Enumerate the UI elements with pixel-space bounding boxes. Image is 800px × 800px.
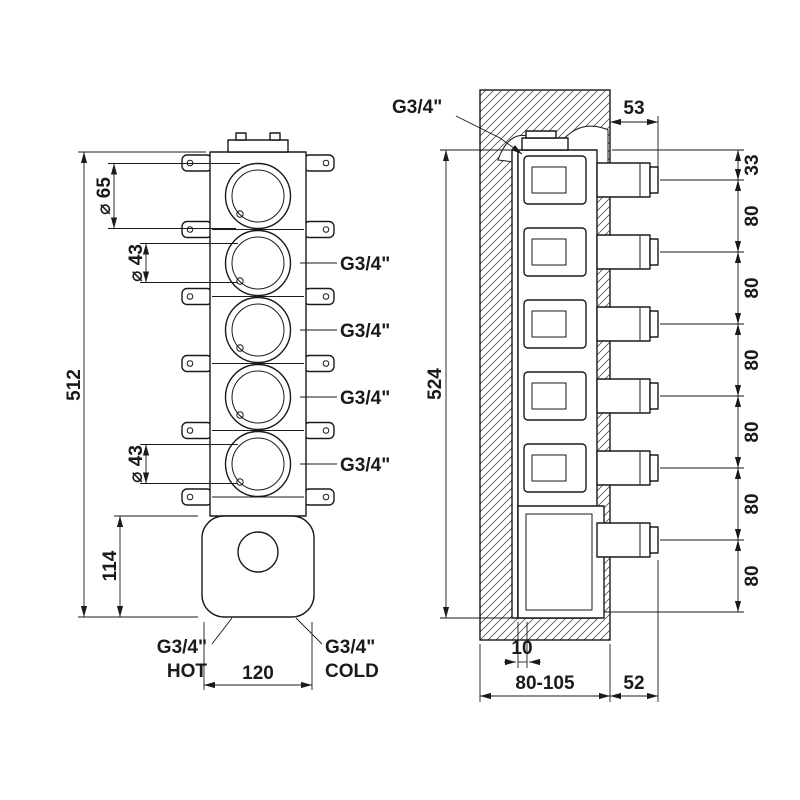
front-port-label-1: G3/4" xyxy=(340,254,390,275)
side-dim-524: 524 xyxy=(425,368,446,400)
front-port-label-3: G3/4" xyxy=(340,388,390,409)
front-dim-512: 512 xyxy=(64,369,85,401)
front-port-label-2: G3/4" xyxy=(340,321,390,342)
port-circle xyxy=(224,430,292,498)
front-cold-size-label: G3/4" xyxy=(325,637,375,658)
side-dim-80-4: 80 xyxy=(742,421,763,442)
side-dim-80-2: 80 xyxy=(742,277,763,298)
outlet-connector xyxy=(596,306,659,342)
port-circles xyxy=(224,162,292,498)
front-view: 512 ⌀ 65 ⌀ 43 ⌀ 43 114 120 xyxy=(64,132,390,690)
outlet-connectors xyxy=(596,162,659,558)
port-circle xyxy=(224,229,292,297)
outlet-connector xyxy=(596,234,659,270)
top-cap xyxy=(227,132,289,153)
thermostat-body-front xyxy=(201,515,315,618)
port-circle xyxy=(224,363,292,431)
port-circle xyxy=(224,162,292,230)
cold-label-group: G3/4" COLD xyxy=(295,617,379,682)
front-dim-120: 120 xyxy=(242,663,274,684)
mounting-tabs xyxy=(181,154,335,506)
front-dimensions: 512 ⌀ 65 ⌀ 43 ⌀ 43 114 120 xyxy=(64,151,313,690)
port-circle xyxy=(224,296,292,364)
back-plate xyxy=(511,149,519,619)
side-port-label-group: G3/4" xyxy=(392,97,523,155)
front-dim-dia43-upper: ⌀ 43 xyxy=(126,244,147,282)
outlet-connector xyxy=(596,162,659,198)
outlet-connector xyxy=(596,378,659,414)
front-hot-label: HOT xyxy=(167,661,208,682)
front-port-label-4: G3/4" xyxy=(340,455,390,476)
front-dim-114: 114 xyxy=(100,550,121,581)
side-dim-53: 53 xyxy=(623,98,644,119)
side-dim-depth-range: 80-105 xyxy=(515,673,575,694)
valve-chambers xyxy=(523,155,587,493)
side-view: G3/4" 53 524 xyxy=(392,89,763,702)
front-hot-size-label: G3/4" xyxy=(157,637,207,658)
side-port-size-label: G3/4" xyxy=(392,97,442,118)
front-cold-label: COLD xyxy=(325,661,379,682)
side-dim-80-1: 80 xyxy=(742,205,763,226)
side-dim-52: 52 xyxy=(623,673,644,694)
front-port-labels: G3/4" G3/4" G3/4" G3/4" xyxy=(300,254,390,476)
side-dimensions: 53 524 33 80 80 80 xyxy=(425,98,763,702)
outlet-connector xyxy=(596,522,659,558)
section-divisions xyxy=(212,229,304,498)
hot-label-group: G3/4" HOT xyxy=(157,617,233,682)
side-dim-33: 33 xyxy=(742,154,763,175)
front-dim-dia65: ⌀ 65 xyxy=(94,177,115,215)
outlet-connector xyxy=(596,450,659,486)
side-dim-10: 10 xyxy=(511,638,532,659)
side-dim-80-6: 80 xyxy=(742,565,763,586)
side-dim-80-5: 80 xyxy=(742,493,763,514)
side-dim-80-3: 80 xyxy=(742,349,763,370)
front-dim-dia43-lower: ⌀ 43 xyxy=(126,445,147,483)
thermostat-body-side xyxy=(517,505,605,619)
top-cap-side xyxy=(521,130,569,151)
